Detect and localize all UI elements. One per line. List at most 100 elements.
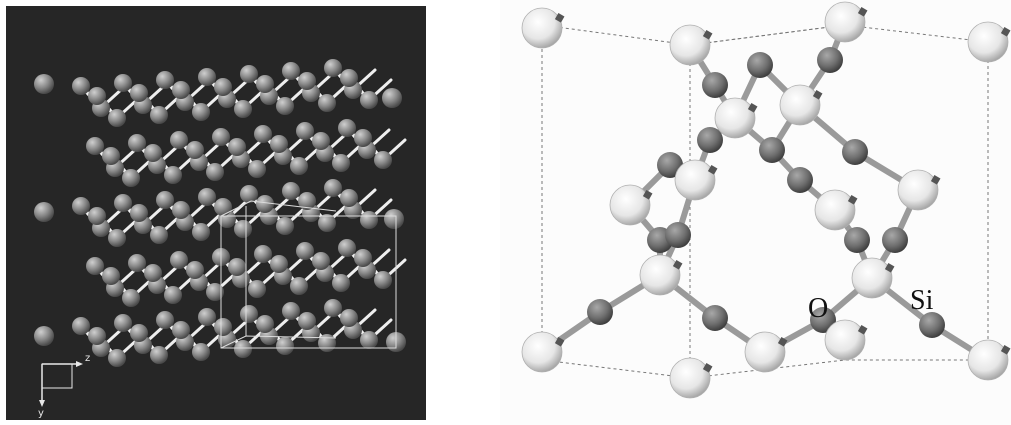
oxygen-atom: [747, 52, 773, 78]
lattice-atom: [270, 255, 288, 273]
lattice-atom: [240, 65, 258, 83]
lattice-atom: [332, 274, 350, 292]
silicon-atom: [674, 159, 716, 201]
lattice-atom: [108, 229, 126, 247]
oxygen-atom: [817, 47, 843, 73]
bond-stub: [930, 175, 941, 185]
lattice-atom: [214, 198, 232, 216]
oxygen-atom: [919, 312, 945, 338]
silicon-atom: [824, 319, 866, 361]
lattice-atom: [256, 195, 274, 213]
lattice-atom: [34, 326, 54, 346]
lattice-atom: [212, 128, 230, 146]
silicon-atom: [639, 254, 681, 296]
bond-stub: [702, 363, 713, 373]
lattice-atom: [130, 324, 148, 342]
silicon-atom: [967, 21, 1009, 63]
lattice-atom: [360, 91, 378, 109]
oxygen-atom: [665, 222, 691, 248]
lattice-atom: [340, 69, 358, 87]
lattice-atom: [164, 166, 182, 184]
lattice-atom: [144, 264, 162, 282]
bond-stub: [642, 190, 653, 200]
silicon-atom: [714, 97, 756, 139]
lattice-atom: [128, 134, 146, 152]
bond-stub: [702, 30, 713, 40]
oxygen-atom: [810, 307, 836, 333]
lattice-atom: [114, 194, 132, 212]
lattice-atom: [192, 223, 210, 241]
lattice-atom: [340, 189, 358, 207]
lattice-atom: [332, 154, 350, 172]
lattice-atom: [254, 125, 272, 143]
lattice-atom: [108, 349, 126, 367]
silicon-atom: [814, 189, 856, 231]
oxygen-atom: [759, 137, 785, 163]
lattice-atom: [172, 81, 190, 99]
lattice-svg: z y: [34, 59, 407, 419]
lattice-atom: [276, 97, 294, 115]
lattice-atoms: [34, 59, 406, 367]
bond-stub: [812, 90, 823, 100]
lattice-atom: [130, 84, 148, 102]
lattice-atom: [186, 141, 204, 159]
lattice-atom: [150, 106, 168, 124]
lattice-atom: [318, 94, 336, 112]
lattice-atom: [360, 331, 378, 349]
lattice-atom: [360, 211, 378, 229]
silicon-atom: [967, 339, 1009, 381]
lattice-atom: [172, 321, 190, 339]
lattice-atom: [172, 201, 190, 219]
bond-stub: [554, 337, 565, 347]
oxygen-atom: [842, 139, 868, 165]
lattice-atom: [228, 138, 246, 156]
lattice-atom: [88, 327, 106, 345]
lattice-atom: [122, 289, 140, 307]
lattice-atom: [374, 151, 392, 169]
lattice-atom: [114, 314, 132, 332]
lattice-atom: [374, 271, 392, 289]
lattice-atom: [270, 135, 288, 153]
lattice-atom: [296, 122, 314, 140]
lattice-atom: [240, 185, 258, 203]
lattice-atom: [88, 207, 106, 225]
oxygen-atom: [844, 227, 870, 253]
lattice-atom: [318, 214, 336, 232]
lattice-atom: [338, 239, 356, 257]
silicon-atom: [779, 84, 821, 126]
lattice-atom: [312, 132, 330, 150]
lattice-atom: [156, 191, 174, 209]
lattice-atom: [170, 131, 188, 149]
lattice-atom: [324, 299, 342, 317]
oxygen-atom: [882, 227, 908, 253]
lattice-atom: [186, 261, 204, 279]
lattice-atom: [324, 59, 342, 77]
bond-stub: [857, 7, 868, 17]
lattice-atom: [86, 257, 104, 275]
lattice-atom: [298, 192, 316, 210]
lattice-atom: [114, 74, 132, 92]
sio2-svg: O Si: [521, 1, 1011, 399]
lattice-atom: [276, 337, 294, 355]
lattice-atom: [254, 245, 272, 263]
lattice-atom: [298, 312, 316, 330]
lattice-atom: [192, 103, 210, 121]
lattice-atom: [282, 182, 300, 200]
lattice-atom: [102, 267, 120, 285]
lattice-atom: [128, 254, 146, 272]
lattice-atom: [234, 340, 252, 358]
silicon-atom: [609, 184, 651, 226]
lattice-atom: [72, 77, 90, 95]
lattice-atom: [240, 305, 258, 323]
bond-stub: [707, 165, 718, 175]
lattice-atom: [384, 209, 404, 229]
bond-stub: [884, 263, 895, 273]
silicon-atom: [897, 169, 939, 211]
lattice-atom: [130, 204, 148, 222]
lattice-atom: [276, 217, 294, 235]
lattice-atom: [340, 309, 358, 327]
lattice-atom: [256, 75, 274, 93]
lattice-atom: [72, 197, 90, 215]
lattice-atom: [256, 315, 274, 333]
lattice-atom: [338, 119, 356, 137]
